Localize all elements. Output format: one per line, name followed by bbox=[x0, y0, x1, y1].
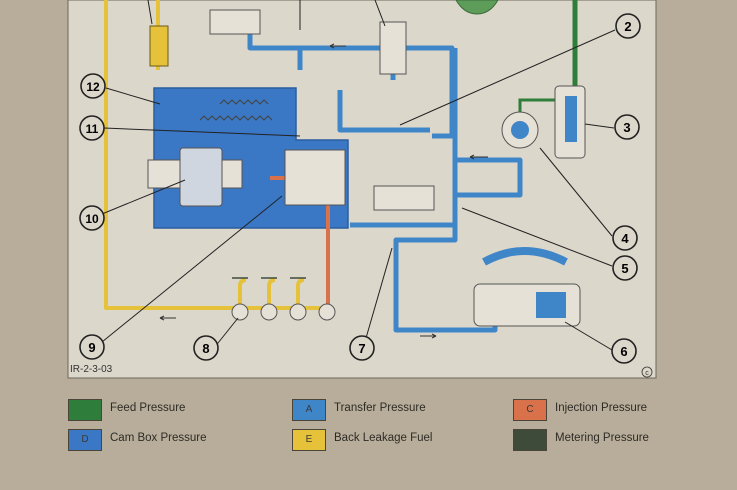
advance-piston bbox=[536, 292, 566, 318]
top-valve-right bbox=[455, 0, 499, 15]
governor-springs bbox=[199, 99, 273, 121]
callout-3: 3 bbox=[614, 114, 640, 140]
legend-swatch-back-leakage: E bbox=[292, 429, 326, 451]
callout-8: 8 bbox=[193, 335, 219, 361]
legend-swatch-feed bbox=[68, 399, 102, 421]
callout-11: 11 bbox=[79, 115, 105, 141]
leader-lines bbox=[101, 0, 616, 351]
callout-7-label: 7 bbox=[358, 341, 365, 356]
figure-id: IR-2-3-03 bbox=[70, 364, 113, 375]
legend-swatch-cambox: D bbox=[68, 429, 102, 451]
filter-inlet bbox=[149, 25, 169, 67]
legend-label-transfer: Transfer Pressure bbox=[334, 402, 426, 414]
callout-3-label: 3 bbox=[623, 120, 630, 135]
callout-8-label: 8 bbox=[202, 341, 209, 356]
callout-2-label: 2 bbox=[624, 19, 631, 34]
advance-roller bbox=[482, 247, 568, 266]
callout-9: 9 bbox=[79, 334, 105, 360]
callout-7: 7 bbox=[349, 335, 375, 361]
legend-swatch-metering bbox=[513, 429, 547, 451]
callout-10: 10 bbox=[79, 205, 105, 231]
legend-swatch-injection: C bbox=[513, 399, 547, 421]
callout-10-label: 10 bbox=[85, 212, 99, 226]
callout-4: 4 bbox=[612, 225, 638, 251]
callout-12-label: 12 bbox=[86, 80, 100, 94]
rotor bbox=[284, 149, 346, 206]
drive-shaft bbox=[179, 147, 223, 207]
legend-label-back-leakage: Back Leakage Fuel bbox=[334, 432, 433, 444]
return-fittings bbox=[231, 303, 336, 321]
callout-6-label: 6 bbox=[620, 344, 627, 359]
top-valve-center bbox=[379, 21, 407, 75]
legend-label-cambox: Cam Box Pressure bbox=[110, 432, 207, 444]
callout-9-label: 9 bbox=[88, 340, 95, 355]
top-valve-left bbox=[209, 9, 261, 35]
transfer-pressure-lines bbox=[247, 30, 523, 333]
transfer-pump-rotor bbox=[511, 121, 529, 139]
callout-12: 12 bbox=[80, 73, 106, 99]
callout-4-label: 4 bbox=[621, 231, 629, 246]
callout-5: 5 bbox=[612, 255, 638, 281]
copyright-mark: c bbox=[645, 370, 649, 377]
callout-11-label: 11 bbox=[86, 122, 99, 136]
legend-label-metering: Metering Pressure bbox=[555, 432, 649, 444]
legend-swatch-transfer: A bbox=[292, 399, 326, 421]
copyright-icon bbox=[641, 366, 653, 378]
callout-5-label: 5 bbox=[621, 261, 628, 276]
legend-label-injection: Injection Pressure bbox=[555, 402, 648, 414]
callout-6: 6 bbox=[611, 338, 637, 364]
delivery-valve bbox=[373, 185, 435, 211]
flow-arrows bbox=[159, 43, 488, 339]
callout-2: 2 bbox=[615, 13, 641, 39]
legend-label-feed: Feed Pressure bbox=[110, 402, 186, 414]
regulating-valve-core bbox=[565, 96, 577, 142]
